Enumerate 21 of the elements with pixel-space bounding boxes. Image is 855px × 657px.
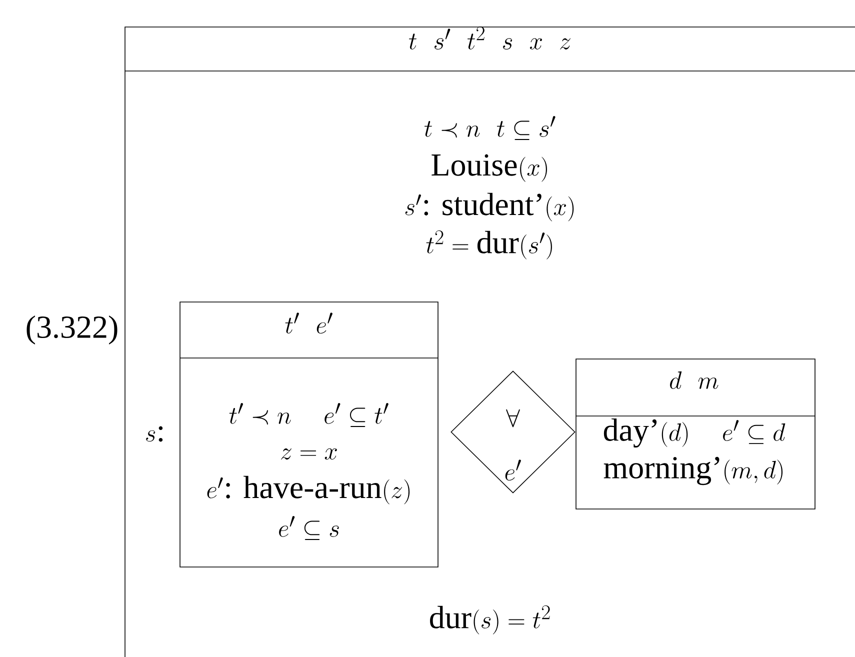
referent-list: $t'~~e'$ [285,312,332,334]
condition-formula: $\text{Louise}(x)$ [432,154,547,182]
quantifier-label: $e'$ [505,460,521,481]
referent-list: $t~~s'~~t^2~~s~~x~~z$ [409,26,571,50]
condition-formula: $s'\text{: student'}(x)$ [405,192,574,222]
condition-formula: $t'\prec n\quad e'\subseteq t'$ [229,402,388,427]
condition-formula: $\text{dur}(s)=t^2$ [430,605,550,634]
condition-formula: $e'\text{: have-a-run}(z)$ [207,476,410,504]
drs-box [576,358,816,510]
condition-formula: $\text{morning'}(m,d)$ [604,456,783,486]
example-number: (3.322) [26,316,118,344]
condition-formula: $\text{day'}(d)\quad e'\subseteq d$ [604,418,786,448]
condition-formula: $e'\subseteq s$ [279,516,339,540]
condition-formula: $z=x$ [281,448,337,460]
box-label: $s\text{:}$ [146,426,163,442]
quantifier-label: $\forall$ [506,409,520,428]
drs-box [124,26,855,657]
condition-formula: $t\prec n~~t\subseteq s'$ [424,116,556,140]
condition-formula: $t^2=\text{dur}(s')$ [426,230,552,260]
referent-list: $d~~m$ [670,371,718,389]
quantifier-diamond [450,370,576,494]
